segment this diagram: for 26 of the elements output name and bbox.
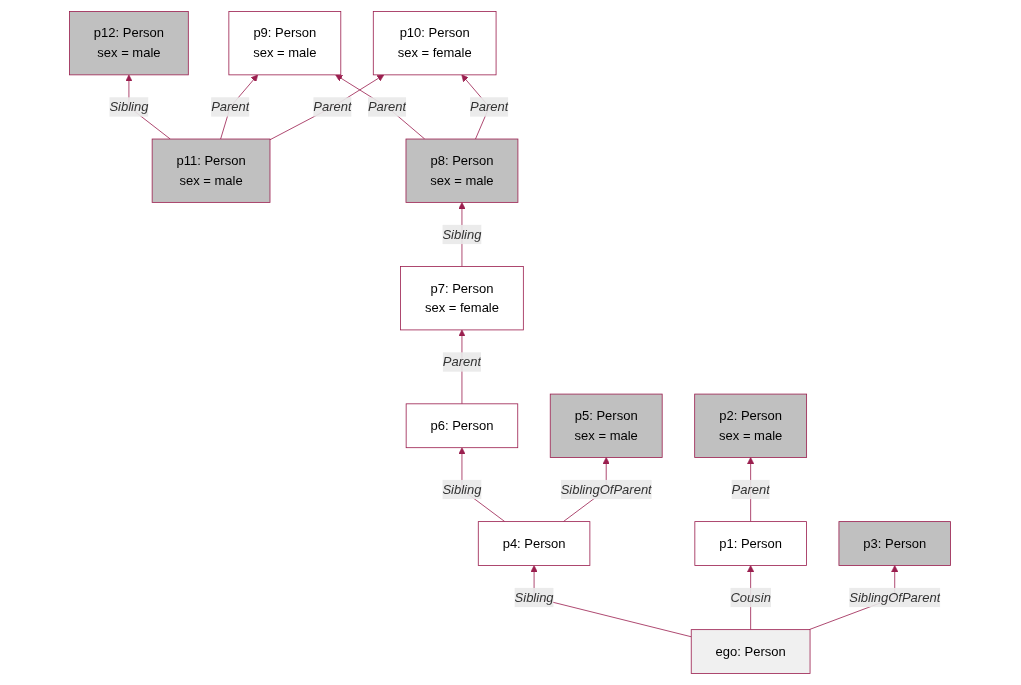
edge-label: SiblingOfParent	[561, 482, 653, 497]
node-box: p7: Person sex = female	[400, 266, 525, 331]
node-box: p1: Person	[694, 521, 808, 566]
edge-label: SiblingOfParent	[849, 590, 941, 605]
node-box: p12: Person sex = male	[69, 11, 190, 76]
node-box: ego: Person	[691, 629, 811, 674]
edge-label: Parent	[313, 99, 353, 114]
edge-label: Cousin	[730, 590, 772, 605]
node-box: p10: Person sex = female	[373, 11, 497, 76]
node-box: p4: Person	[478, 521, 591, 566]
node-box: p2: Person sex = male	[694, 393, 808, 458]
edge-label: Sibling	[515, 590, 555, 605]
node-box: p11: Person sex = male	[152, 138, 271, 203]
edge-label: Sibling	[109, 99, 149, 114]
edge-label: Sibling	[442, 482, 482, 497]
edge-label: Parent	[731, 482, 771, 497]
edge-label: Parent	[470, 99, 509, 114]
edge-label: Parent	[368, 99, 407, 114]
node-box: p9: Person sex = male	[228, 11, 342, 76]
node-box: p8: Person sex = male	[406, 138, 519, 203]
node-box: p5: Person sex = male	[550, 393, 664, 458]
edge-label: Sibling	[442, 227, 482, 241]
edge-label: Parent	[211, 99, 250, 114]
node-box: p3: Person	[839, 521, 952, 566]
edge-label: Parent	[443, 354, 482, 369]
node-box: p6: Person	[406, 403, 519, 449]
